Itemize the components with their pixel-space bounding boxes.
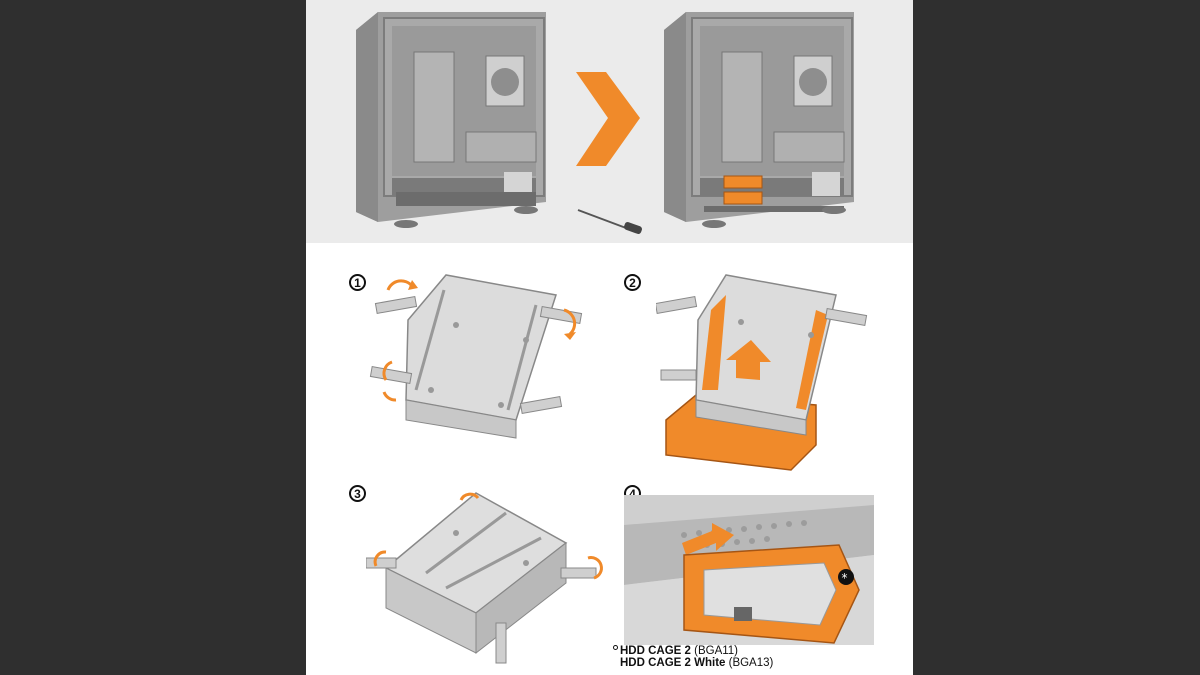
case-before-after-illustration bbox=[356, 12, 854, 234]
slide-cage-into-case-icon: * bbox=[624, 495, 874, 645]
insert-hdd-icon bbox=[656, 274, 868, 471]
caption-line1-name: HDD CAGE 2 bbox=[620, 645, 691, 657]
caption-line1-code: (BGA11) bbox=[690, 645, 739, 657]
transition-arrow-icon bbox=[576, 72, 640, 166]
step-1-badge: 1 bbox=[349, 274, 366, 291]
hdd-cage-rotate-clips-icon bbox=[369, 274, 583, 439]
note-asterisk-icon bbox=[838, 569, 854, 585]
screwdriver-icon bbox=[577, 209, 642, 234]
hdd-cage-close-clips-icon bbox=[366, 492, 603, 664]
product-caption: HDD CAGE 2 (BGA11) HDD CAGE 2 White (BGA… bbox=[620, 645, 773, 669]
hero-panel bbox=[306, 0, 913, 243]
up-arrow-icon bbox=[726, 340, 771, 380]
case-after-icon bbox=[664, 12, 854, 228]
slide-direction-arrow-icon bbox=[682, 523, 734, 555]
svg-text:*: * bbox=[842, 571, 848, 585]
step-3-badge: 3 bbox=[349, 485, 366, 502]
case-before-icon bbox=[356, 12, 546, 228]
step-2-badge: 2 bbox=[624, 274, 641, 291]
manual-page: 1 2 3 4 bbox=[306, 0, 913, 675]
caption-line2-name: HDD CAGE 2 White bbox=[620, 657, 726, 669]
caption-line2-code: (BGA13) bbox=[725, 657, 774, 669]
caption-bullet-icon bbox=[613, 645, 618, 650]
